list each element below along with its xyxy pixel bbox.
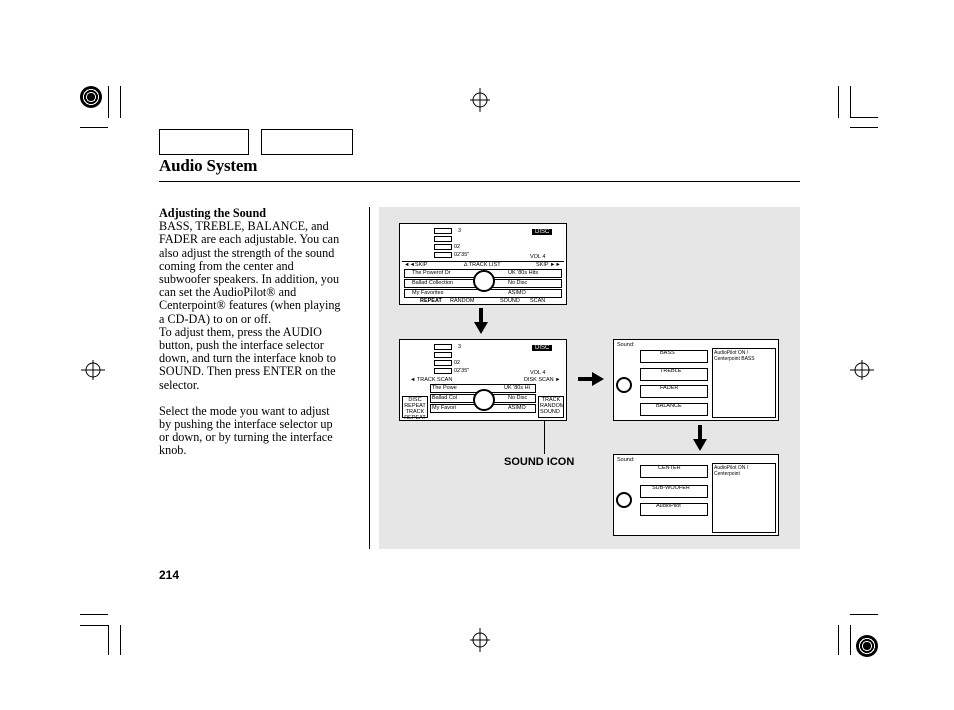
track-time: 02'35" (454, 252, 470, 258)
screen-disc-main: 3 02 02'35" DISC VOL 4 ◄◄SKIP ∆ TRACK LI… (399, 223, 567, 305)
random-label: RANDOM (450, 298, 475, 304)
centerpoint-status: AudioPilot ON / Centerpoint (714, 465, 749, 477)
sound-icon-callout: SOUND ICON (504, 456, 575, 468)
disc-item-1: The Powe (432, 385, 457, 391)
repeat-label: REPEAT (420, 298, 442, 304)
track-number: 02 (454, 244, 461, 250)
paragraph-1: BASS, TREBLE, BALANCE, and FADER are eac… (159, 219, 341, 392)
audiopilot-status: AudioPilot ON / Centerpoint BASS (714, 350, 755, 362)
skip-forward-label: SKIP ►► (536, 262, 561, 268)
track-list-label: ∆ TRACK LIST (464, 262, 501, 268)
screen-disc-sound-icon: 3 02 02'35" DISC VOL 4 ◄ TRACK SCAN DISK… (399, 339, 567, 421)
section-heading: Adjusting the Sound (159, 206, 267, 220)
header-tab-2 (261, 129, 353, 155)
disc-item-1: The Powerof Dr (412, 270, 451, 276)
down-arrow-icon (693, 425, 707, 451)
disc-item-3-right: ASIMO (508, 405, 526, 411)
skip-back-label: ◄◄SKIP (404, 262, 428, 268)
track-number: 02 (454, 360, 461, 366)
disc-item-3: My Favorites (412, 290, 444, 296)
registration-mark-bottom-right (856, 635, 878, 657)
title-rule (159, 181, 800, 182)
disc-number: 3 (458, 344, 462, 350)
disc-repeat-button: DISC REPEAT (404, 397, 426, 409)
interface-knob (616, 492, 632, 508)
page-number: 214 (159, 568, 180, 582)
track-scan-label: ◄ TRACK SCAN (410, 377, 453, 383)
screen-sound-settings-1: Sound: BASS TREBLE FADER BALANCE AudioPi… (613, 339, 779, 421)
fader-label: FADER (660, 385, 679, 391)
body-text-column: Adjusting the Sound BASS, TREBLE, BALANC… (159, 206, 364, 458)
volume-label: VOL 4 (530, 370, 546, 376)
disc-item-3-right: ASIMO (508, 290, 526, 296)
paragraph-2: Select the mode you want to adjust by pu… (159, 403, 333, 458)
header-tab-1 (159, 129, 249, 155)
interface-knob (473, 389, 495, 411)
track-repeat-button: TRACK REPEAT (404, 409, 426, 421)
interface-knob (616, 377, 632, 393)
subwoofer-label: SUB-WOOFER (652, 485, 690, 491)
disc-item-2: Ballad Collection (412, 280, 453, 286)
callout-line (544, 421, 545, 454)
column-divider (369, 207, 370, 549)
disc-item-3: My Favori (432, 405, 457, 411)
disc-badge: DISC (532, 229, 553, 235)
disc-item-1-right: UK '80s Hits (508, 270, 539, 276)
disc-item-1-right: UK '80s Hi (504, 385, 530, 391)
disk-scan-label: DISK SCAN ► (524, 377, 561, 383)
sound-label: Sound: (617, 457, 635, 463)
balance-label: BALANCE (656, 403, 682, 409)
sound-label: SOUND (500, 298, 520, 304)
disc-item-2: Ballad Col (432, 395, 458, 401)
scan-label: SCAN (530, 298, 546, 304)
track-random-button: TRACK RANDOM (540, 397, 565, 409)
interface-knob (473, 270, 495, 292)
disc-badge: DISC (532, 345, 553, 351)
registration-mark-top-left (80, 86, 102, 108)
screen-sound-settings-2: Sound: CENTER SUB-WOOFER AudioPilot Audi… (613, 454, 779, 536)
disc-item-2-right: No Disc (508, 395, 528, 401)
audiopilot-label: AudioPilot (656, 503, 681, 509)
center-label: CENTER (658, 465, 681, 471)
right-arrow-icon (578, 372, 604, 386)
volume-label: VOL 4 (530, 254, 546, 260)
down-arrow-icon (474, 308, 488, 334)
disc-number: 3 (458, 228, 462, 234)
track-time: 02'35" (454, 368, 470, 374)
bass-label: BASS (660, 350, 675, 356)
disc-item-2-right: No Disc (508, 280, 528, 286)
treble-label: TREBLE (660, 368, 682, 374)
sound-button: SOUND (540, 409, 560, 415)
page-title: Audio System (159, 156, 258, 175)
sound-label: Sound: (617, 342, 635, 348)
